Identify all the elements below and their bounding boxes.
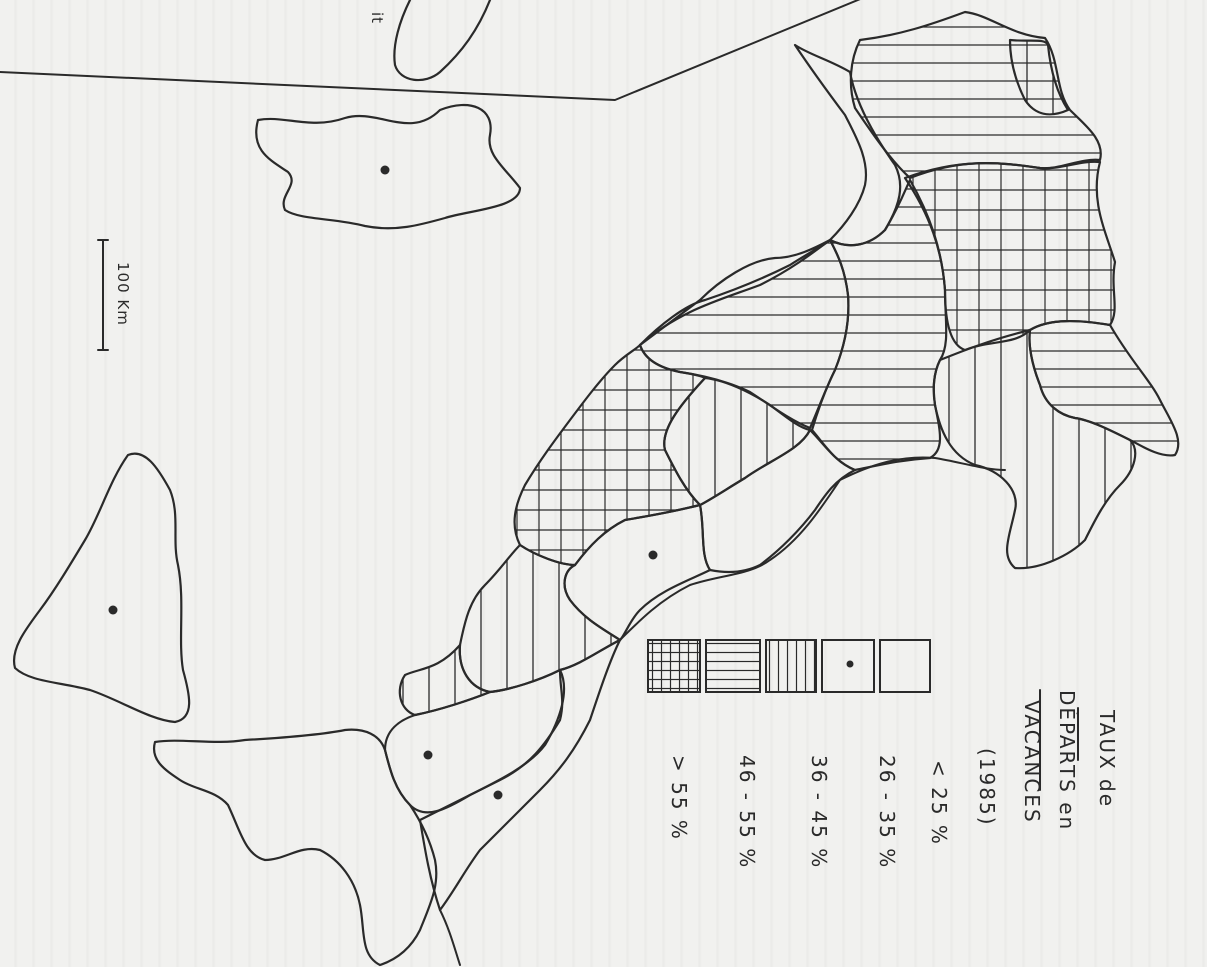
legend-dot-marker xyxy=(846,660,854,668)
city-dot xyxy=(108,605,118,615)
region-southeast xyxy=(932,328,1137,570)
island-inset xyxy=(255,103,522,230)
region-south-b xyxy=(418,638,622,912)
legend-title-line1: TAUX de xyxy=(1095,709,1119,808)
scale-bar: 100 Km xyxy=(97,239,132,351)
city-dot xyxy=(423,750,433,760)
legend-swatch-vertical xyxy=(765,639,817,693)
city-dot xyxy=(493,790,503,800)
city-dot xyxy=(648,550,658,560)
inset-frame-line xyxy=(0,0,861,101)
legend-swatch-horizontal xyxy=(705,639,761,693)
island-fragment-top xyxy=(393,0,492,82)
legend-class-label-4: 46 - 55 % xyxy=(735,755,759,869)
legend: TAUX de DÉPARTS en VACANCES (1985) < 25 … xyxy=(647,639,1119,869)
top-fragment-text: it xyxy=(368,12,386,24)
region-northwest xyxy=(849,10,1102,180)
legend-swatch-grid xyxy=(647,639,701,693)
legend-title-line2: DÉPARTS en xyxy=(1055,690,1079,831)
legend-class-label-3: 36 - 45 % xyxy=(807,755,831,869)
legend-class-label-1: < 25 % xyxy=(927,760,951,846)
city-dot xyxy=(380,165,390,175)
island-left xyxy=(12,452,191,724)
legend-swatch-empty xyxy=(879,639,931,693)
legend-title-underline xyxy=(1039,689,1079,791)
legend-swatch-dot xyxy=(821,639,875,693)
region-coastal-northwest xyxy=(638,238,832,347)
scale-bar-label: 100 Km xyxy=(114,262,132,326)
region-north-strip xyxy=(1008,38,1070,116)
region-west-strip xyxy=(458,543,622,694)
legend-class-label-2: 26 - 35 % xyxy=(875,755,899,869)
coastline-south xyxy=(439,456,1006,966)
region-toe xyxy=(152,728,438,967)
region-east-center xyxy=(698,428,857,574)
legend-year: (1985) xyxy=(975,748,999,827)
legend-class-label-5: > 55 % xyxy=(667,755,691,841)
